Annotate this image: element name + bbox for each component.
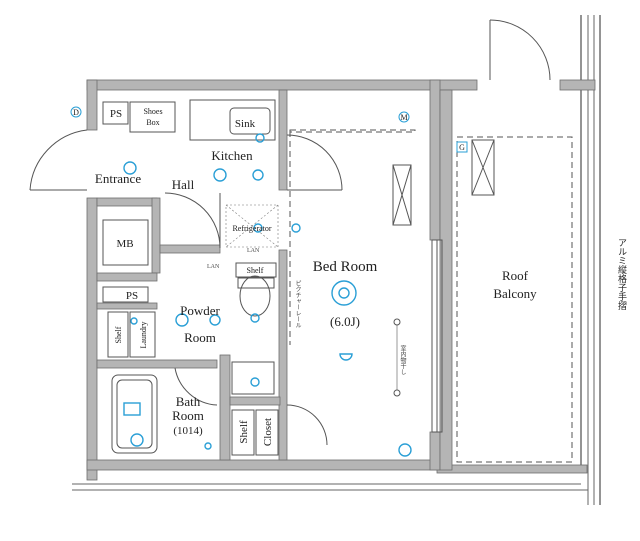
fixtures xyxy=(102,99,495,456)
laundry-label: Laundry xyxy=(139,321,148,348)
wc-shelf-label: Shelf xyxy=(247,266,264,275)
meter-m-symbol: M xyxy=(400,113,407,122)
shoes-box-label-2: Box xyxy=(146,118,159,127)
roof-balcony-label-2: Balcony xyxy=(493,286,537,301)
bed-room-size-label: (6.0J) xyxy=(330,314,360,329)
railing-lines xyxy=(72,15,601,505)
kitchen-label: Kitchen xyxy=(211,148,253,163)
closet-label: Closet xyxy=(262,418,274,446)
refrigerator-label: Refrigerator xyxy=(232,224,271,233)
doors xyxy=(29,19,551,446)
powder-room-label-2: Room xyxy=(184,330,216,345)
ps-top-label: PS xyxy=(110,108,122,120)
indoor-dryer-note: 室内物干し xyxy=(399,344,406,375)
lan-symbol-wc: LAN xyxy=(207,264,220,270)
lan-symbol-fridge: LAN xyxy=(247,248,260,254)
gas-g-symbol: G xyxy=(459,143,465,152)
bath-room-label-1: Bath xyxy=(176,394,201,409)
bedroom-dashed-outline xyxy=(289,129,416,133)
meter-d-symbol: D xyxy=(73,108,79,117)
notes: アルミ縦格子手摺 ピクチャーレール 室内物干し xyxy=(294,238,627,397)
powder-room-label-1: Powder xyxy=(180,303,220,318)
mb-label: MB xyxy=(116,238,133,250)
closet-shelf-label: Shelf xyxy=(238,420,250,444)
railing-note: アルミ縦格子手摺 xyxy=(617,238,627,311)
bath-room-label-2: Room xyxy=(172,408,204,423)
picture-rail-note: ピクチャーレール xyxy=(294,280,301,328)
symbol-markers: D M G LAN LAN xyxy=(70,106,468,270)
ps-mid-label: PS xyxy=(126,290,138,302)
equipment-symbols xyxy=(123,133,412,457)
bed-room-label: Bed Room xyxy=(313,259,378,275)
shoes-box-label-1: Shoes xyxy=(143,107,162,116)
room-labels: PS Shoes Box Sink Kitchen Entrance Hall … xyxy=(95,107,537,446)
roof-balcony-label-1: Roof xyxy=(502,268,529,283)
walls xyxy=(86,79,596,481)
bath-room-size-label: (1014) xyxy=(173,425,203,437)
sink-label: Sink xyxy=(235,118,256,130)
side-shelf-label: Shelf xyxy=(114,326,123,343)
hall-label: Hall xyxy=(172,177,195,192)
entrance-label: Entrance xyxy=(95,171,141,186)
